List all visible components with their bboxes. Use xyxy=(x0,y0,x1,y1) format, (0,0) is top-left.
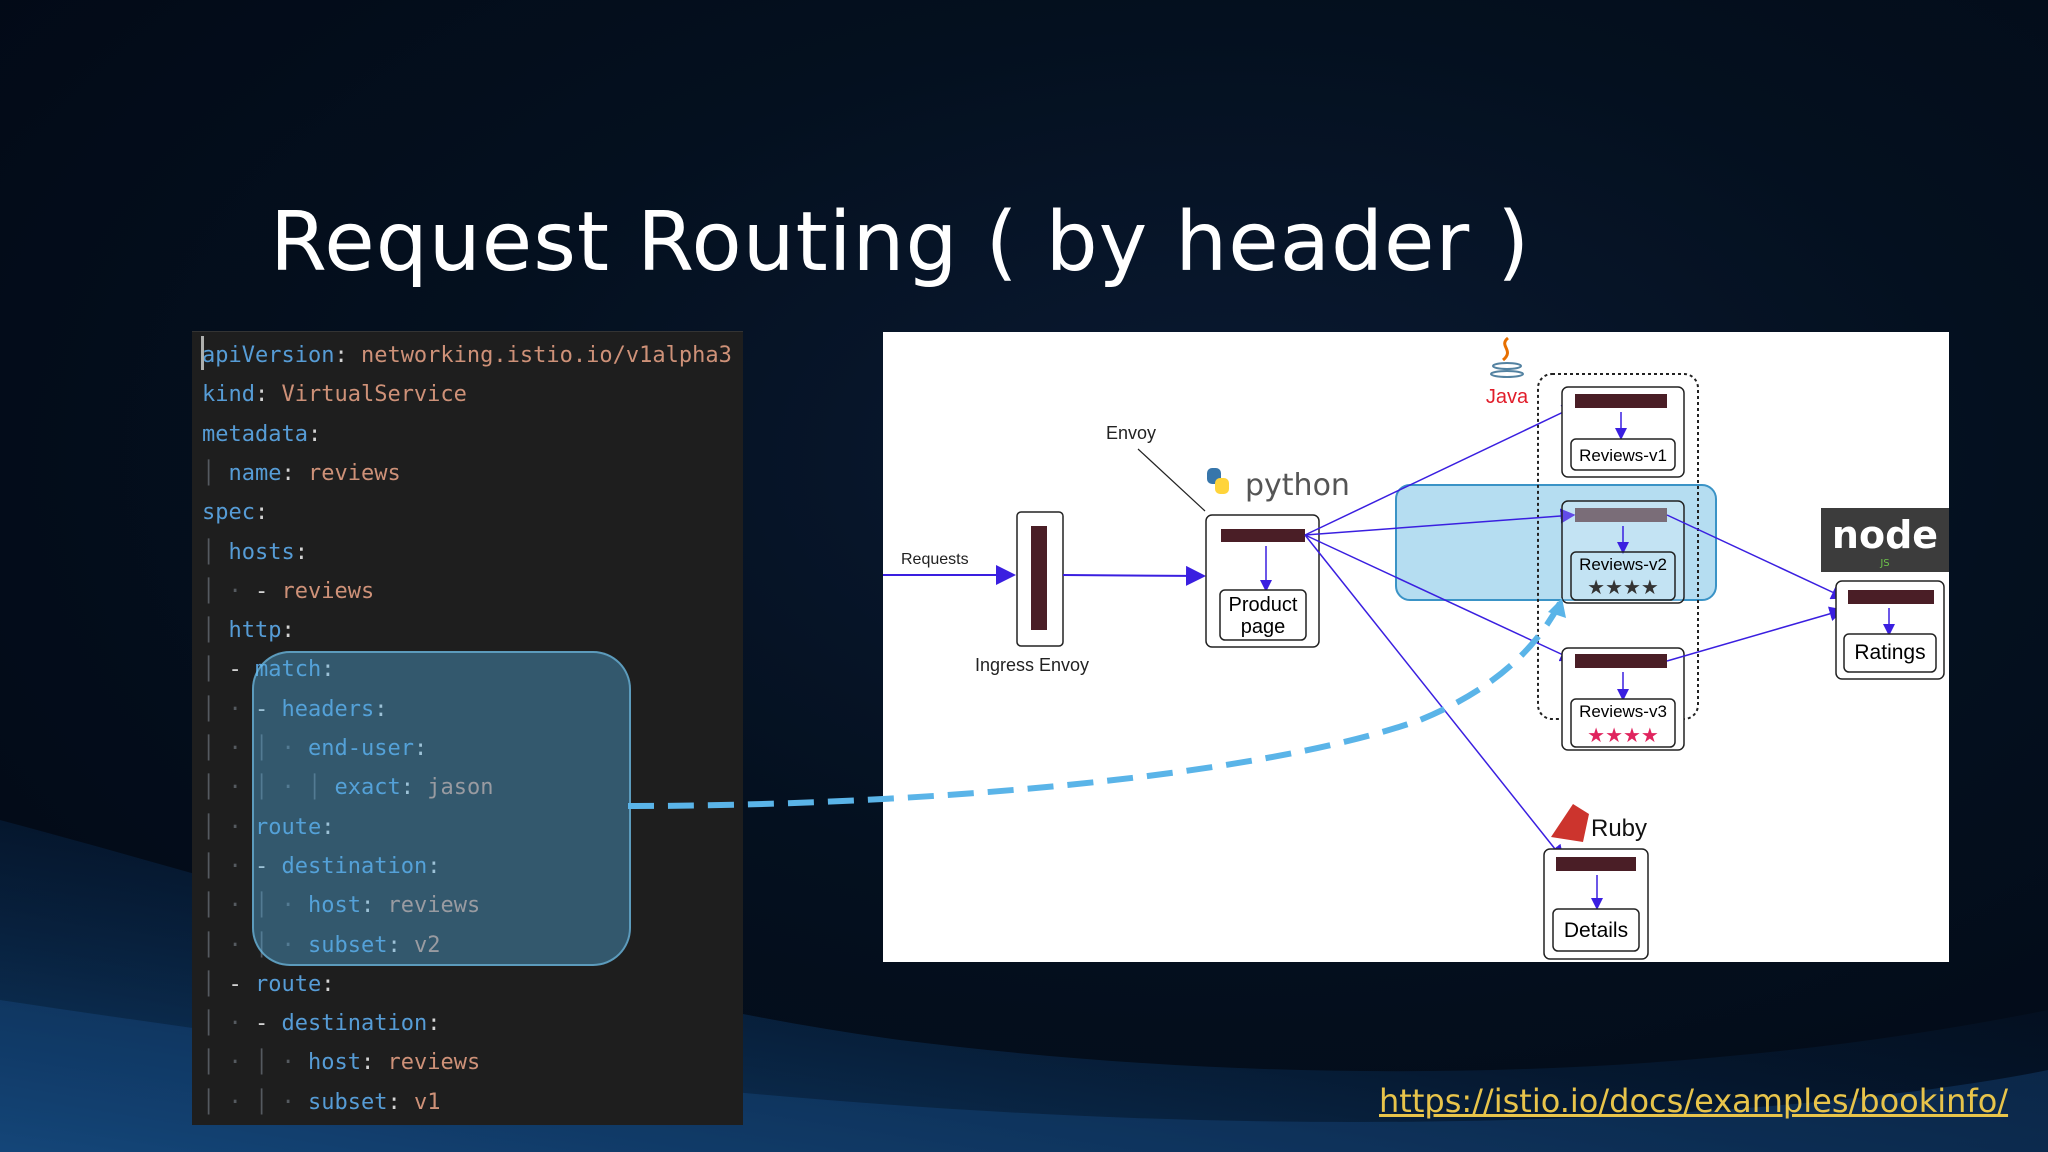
code-line: │ · │ · end-user: xyxy=(202,736,428,761)
ingress-envoy-label: Ingress Envoy xyxy=(975,655,1089,675)
bookinfo-diagram: Java python Envoy Requests Ingress Envoy… xyxy=(883,332,1949,962)
python-logo: python xyxy=(1207,468,1350,503)
slide-title: Request Routing ( by header ) xyxy=(270,195,1531,290)
code-line: │ · │ · host: reviews xyxy=(202,1050,481,1076)
code-line: │ - route: xyxy=(202,971,335,997)
details-label: Details xyxy=(1564,919,1628,942)
code-line: │ hosts: xyxy=(202,539,308,565)
ruby-logo: Ruby xyxy=(1551,804,1647,842)
code-line: apiVersion: networking.istio.io/v1alpha3 xyxy=(202,343,732,368)
ruby-label: Ruby xyxy=(1591,815,1647,842)
product-page-label-2: page xyxy=(1241,616,1286,638)
reviews-v2-label: Reviews-v2 xyxy=(1579,555,1667,574)
code-line: │ · - headers: xyxy=(202,696,388,722)
code-line: │ · - reviews xyxy=(202,578,375,604)
code-line: │ · │ · subset: v1 xyxy=(202,1089,441,1115)
python-label: python xyxy=(1245,468,1350,503)
reviews-v2-stars: ★★★★ xyxy=(1587,575,1659,599)
code-line: │ · │ · │ exact: jason xyxy=(202,775,494,801)
ratings-label: Ratings xyxy=(1854,641,1925,664)
node-label: node xyxy=(1832,513,1938,557)
product-page-label-1: Product xyxy=(1229,594,1298,616)
code-line: │ · route: xyxy=(202,814,335,840)
java-label: Java xyxy=(1486,386,1529,408)
code-line: │ http: xyxy=(202,618,295,644)
match-highlight xyxy=(252,651,631,966)
code-line: │ · │ · subset: v2 xyxy=(202,932,441,958)
envoy-label: Envoy xyxy=(1106,423,1156,443)
code-line: │ · - destination: xyxy=(202,1011,441,1037)
reviews-v1-label: Reviews-v1 xyxy=(1579,446,1667,465)
node-js-label: JS xyxy=(1879,558,1889,569)
code-line: │ name: reviews xyxy=(202,460,401,486)
diagram-svg: Java python Envoy Requests Ingress Envoy… xyxy=(883,336,1949,960)
dashed-connector xyxy=(627,601,1563,809)
reviews-v3-stars: ★★★★ xyxy=(1587,723,1659,747)
requests-label: Requests xyxy=(901,551,969,568)
code-line: metadata: xyxy=(202,421,322,447)
code-line: kind: VirtualService xyxy=(202,382,467,408)
code-line: │ · │ · host: reviews xyxy=(202,893,481,919)
java-logo: Java xyxy=(1486,336,1529,408)
text-cursor xyxy=(201,336,204,370)
code-line: │ · - destination: xyxy=(202,853,441,879)
code-line: spec: xyxy=(202,500,269,526)
reviews-v3-label: Reviews-v3 xyxy=(1579,702,1667,721)
code-editor: apiVersion: networking.istio.io/v1alpha3… xyxy=(192,331,743,1125)
bookinfo-link[interactable]: https://istio.io/docs/examples/bookinfo/ xyxy=(1379,1082,2009,1120)
nodejs-logo: node JS xyxy=(1821,508,1949,572)
